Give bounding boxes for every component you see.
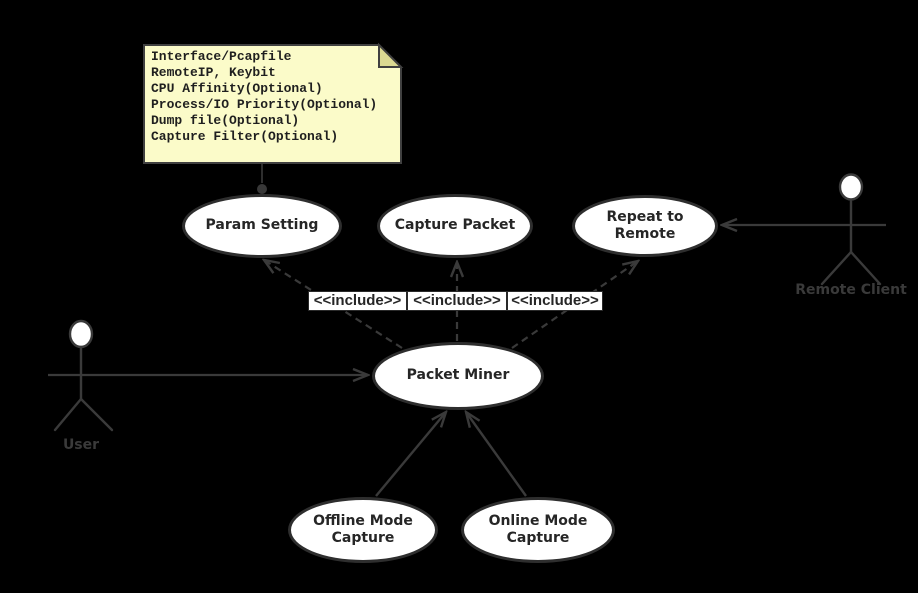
arrow-online-capture-to-packet-miner xyxy=(466,412,527,497)
note-line: CPU Affinity(Optional) xyxy=(151,81,323,96)
note: Interface/Pcapfile RemoteIP, Keybit CPU … xyxy=(151,49,395,145)
use-case-repeat-to-remote: Repeat to Remote xyxy=(572,195,718,257)
note-line: RemoteIP, Keybit xyxy=(151,65,276,80)
use-case-label: Packet Miner xyxy=(406,367,510,384)
use-case-label: Param Setting xyxy=(205,217,319,234)
remote-client-actor-left-leg xyxy=(820,250,853,286)
note-line: Interface/Pcapfile xyxy=(151,49,292,64)
use-case-label: Online Mode Capture xyxy=(488,512,588,547)
use-case-label: Offline Mode Capture xyxy=(313,512,413,547)
use-case-offline-mode-capture: Offline Mode Capture xyxy=(288,497,438,563)
actor-label-remote-client: Remote Client xyxy=(795,282,907,298)
user-actor-right-leg xyxy=(79,397,114,432)
note-line: Dump file(Optional) xyxy=(151,113,300,128)
note-fold-corner xyxy=(378,42,404,68)
note-line: Capture Filter(Optional) xyxy=(151,129,339,144)
remote-client-actor-figure xyxy=(820,173,882,286)
remote-client-actor-right-leg xyxy=(849,250,882,286)
user-actor-figure xyxy=(53,319,114,432)
note-shape xyxy=(143,44,402,164)
include-arrow-packet-miner-to-param-setting xyxy=(264,260,403,349)
use-case-label: Repeat to Remote xyxy=(606,208,684,243)
use-case-label: Capture Packet xyxy=(394,217,516,234)
include-stereotype-label: <<include>> xyxy=(308,291,407,311)
use-case-online-mode-capture: Online Mode Capture xyxy=(461,497,615,563)
note-connector-dot xyxy=(257,184,267,194)
actor-label-user: User xyxy=(62,437,100,453)
use-case-packet-miner: Packet Miner xyxy=(372,342,544,410)
include-stereotype-label: <<include>> xyxy=(507,291,603,311)
user-actor-head xyxy=(68,319,94,349)
use-case-param-setting: Param Setting xyxy=(182,194,342,258)
user-actor-left-leg xyxy=(53,397,83,432)
remote-client-actor-head xyxy=(838,173,864,201)
use-case-capture-packet: Capture Packet xyxy=(377,194,533,258)
note-line: Process/IO Priority(Optional) xyxy=(151,97,378,112)
arrow-offline-capture-to-packet-miner xyxy=(375,412,446,497)
include-stereotype-label: <<include>> xyxy=(407,291,507,311)
